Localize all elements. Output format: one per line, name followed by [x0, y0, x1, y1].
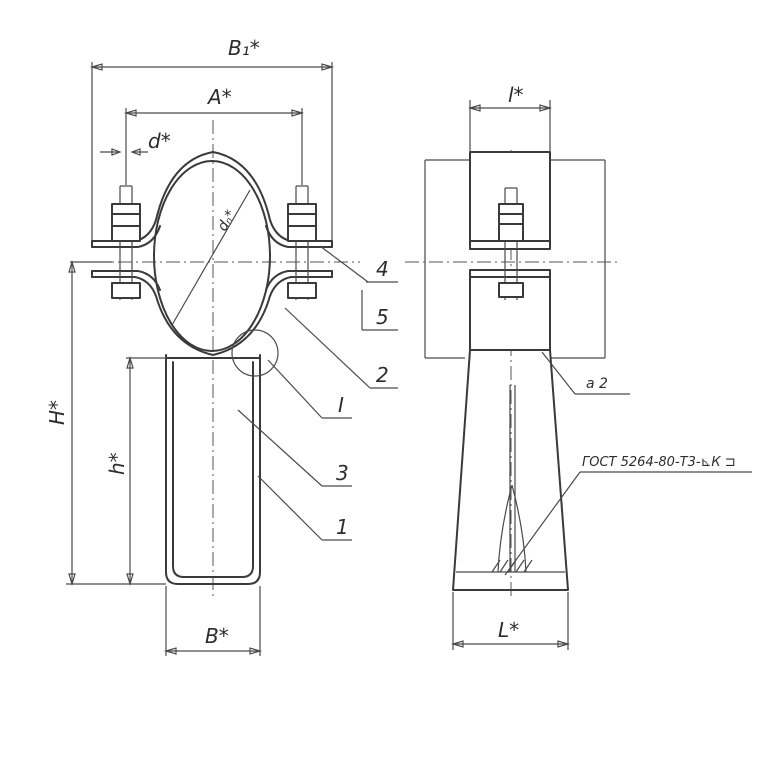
weld-standard-label: ГОСТ 5264-80-Т3-⊾К ⊐ [582, 455, 736, 470]
weld-standard-leader [504, 471, 581, 576]
callout-I: I [338, 393, 344, 417]
dim-base-length: L* [450, 592, 571, 650]
pipe-circle [153, 160, 271, 352]
base-length-label: L* [498, 618, 519, 642]
support-height-label: h* [105, 452, 129, 475]
dim-overall-width: B₁* [89, 36, 335, 240]
front-view: dₙ* B₁* A* d* [45, 36, 398, 656]
right-bolt [287, 185, 317, 300]
weld-size-leader [541, 351, 576, 395]
support-width-label: B* [205, 624, 229, 648]
callout-leaders [237, 245, 398, 541]
bolt-diameter-label: d* [148, 129, 171, 153]
left-bolt [111, 185, 141, 300]
dim-support-width: B* [163, 586, 263, 656]
callout-2: 2 [376, 363, 389, 387]
diameter-leader [171, 189, 251, 326]
overall-width-label: B₁* [228, 36, 260, 60]
weld-size-label: a 2 [586, 376, 608, 392]
pipe-silhouette [424, 159, 606, 359]
callout-1: 1 [336, 515, 349, 539]
callout-5: 5 [376, 305, 389, 329]
side-bolt [498, 187, 524, 300]
dim-clamp-width: l* [467, 83, 553, 152]
dim-bolt-diameter: d* [100, 129, 171, 156]
support-body [165, 354, 261, 585]
callout-3: 3 [336, 461, 349, 485]
dim-overall-height: H* [45, 259, 166, 587]
overall-height-label: H* [45, 400, 69, 425]
weld-hatch [491, 484, 533, 573]
clamp-band [91, 151, 333, 356]
dim-support-height: h* [105, 355, 166, 587]
bolt-spacing-label: A* [206, 85, 232, 109]
clamp-width-label: l* [508, 83, 524, 107]
dim-bolt-spacing: A* [123, 85, 305, 185]
side-view: l* L* a 2 ГОСТ 5264-80-Т3-⊾К ⊐ [405, 83, 752, 650]
detail-circle [231, 329, 279, 377]
tapered-support [452, 349, 569, 591]
callout-4: 4 [376, 257, 389, 281]
pipe-diameter-label: dₙ* [215, 207, 240, 234]
